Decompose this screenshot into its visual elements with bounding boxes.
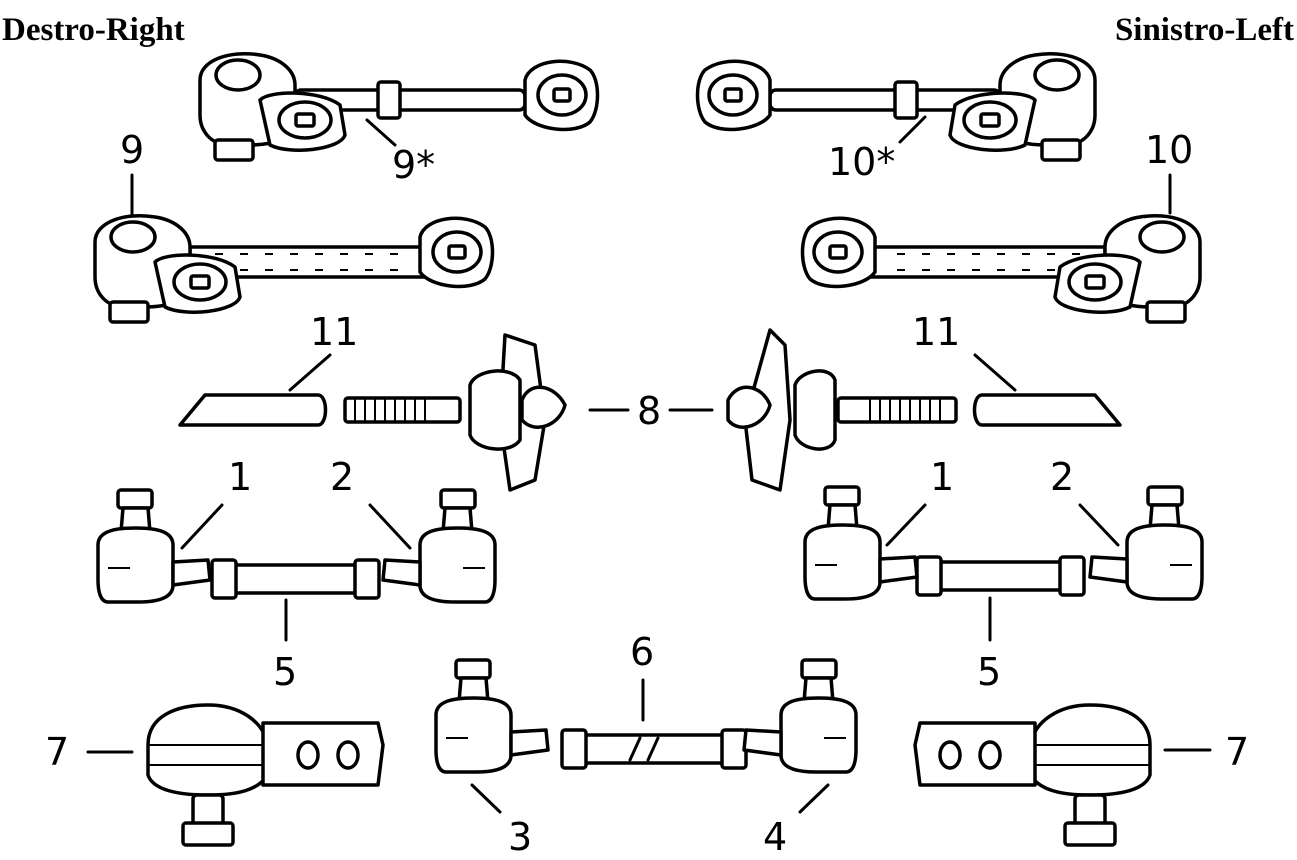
arm-ribbed-left	[800, 213, 1202, 324]
center-tie-rod-assembly	[434, 658, 858, 774]
callout-5-left: 5	[977, 650, 1001, 694]
sleeve-right	[178, 393, 328, 427]
tie-rod-assembly-right	[96, 488, 497, 604]
callout-5-right: 5	[273, 650, 297, 694]
callout-6: 6	[630, 630, 654, 674]
sleeve-left	[972, 393, 1122, 427]
callout-8: 8	[637, 389, 661, 433]
callout-11-right: 11	[310, 310, 358, 354]
left-side-heading: Sinistro-Left	[1115, 12, 1294, 48]
threaded-stud-right	[343, 396, 462, 424]
callout-9: 9	[120, 128, 144, 172]
callout-1-left: 1	[930, 455, 954, 499]
right-side-heading: Destro-Right	[2, 12, 185, 48]
callout-2-right: 2	[330, 455, 354, 499]
callout-7-left: 7	[1225, 730, 1249, 774]
callout-4: 4	[763, 815, 787, 859]
ball-joint-left	[913, 703, 1152, 847]
hub-flange-right	[468, 333, 567, 492]
callout-2-left: 2	[1050, 455, 1074, 499]
tie-rod-assembly-left	[803, 485, 1204, 601]
leader-lines	[86, 115, 1212, 814]
callout-11-left: 11	[912, 310, 960, 354]
ball-joint-right	[146, 703, 385, 847]
callout-3: 3	[508, 815, 532, 859]
callout-10: 10	[1145, 128, 1193, 172]
callout-10-star: 10*	[828, 140, 895, 184]
hub-flange-left	[726, 328, 837, 492]
arm-ribbed-right	[93, 213, 495, 324]
callout-9-star: 9*	[392, 143, 435, 187]
threaded-stud-left	[836, 396, 958, 424]
callout-7-right: 7	[45, 730, 69, 774]
arm-adjustable-left	[695, 51, 1097, 162]
callout-1-right: 1	[228, 455, 252, 499]
